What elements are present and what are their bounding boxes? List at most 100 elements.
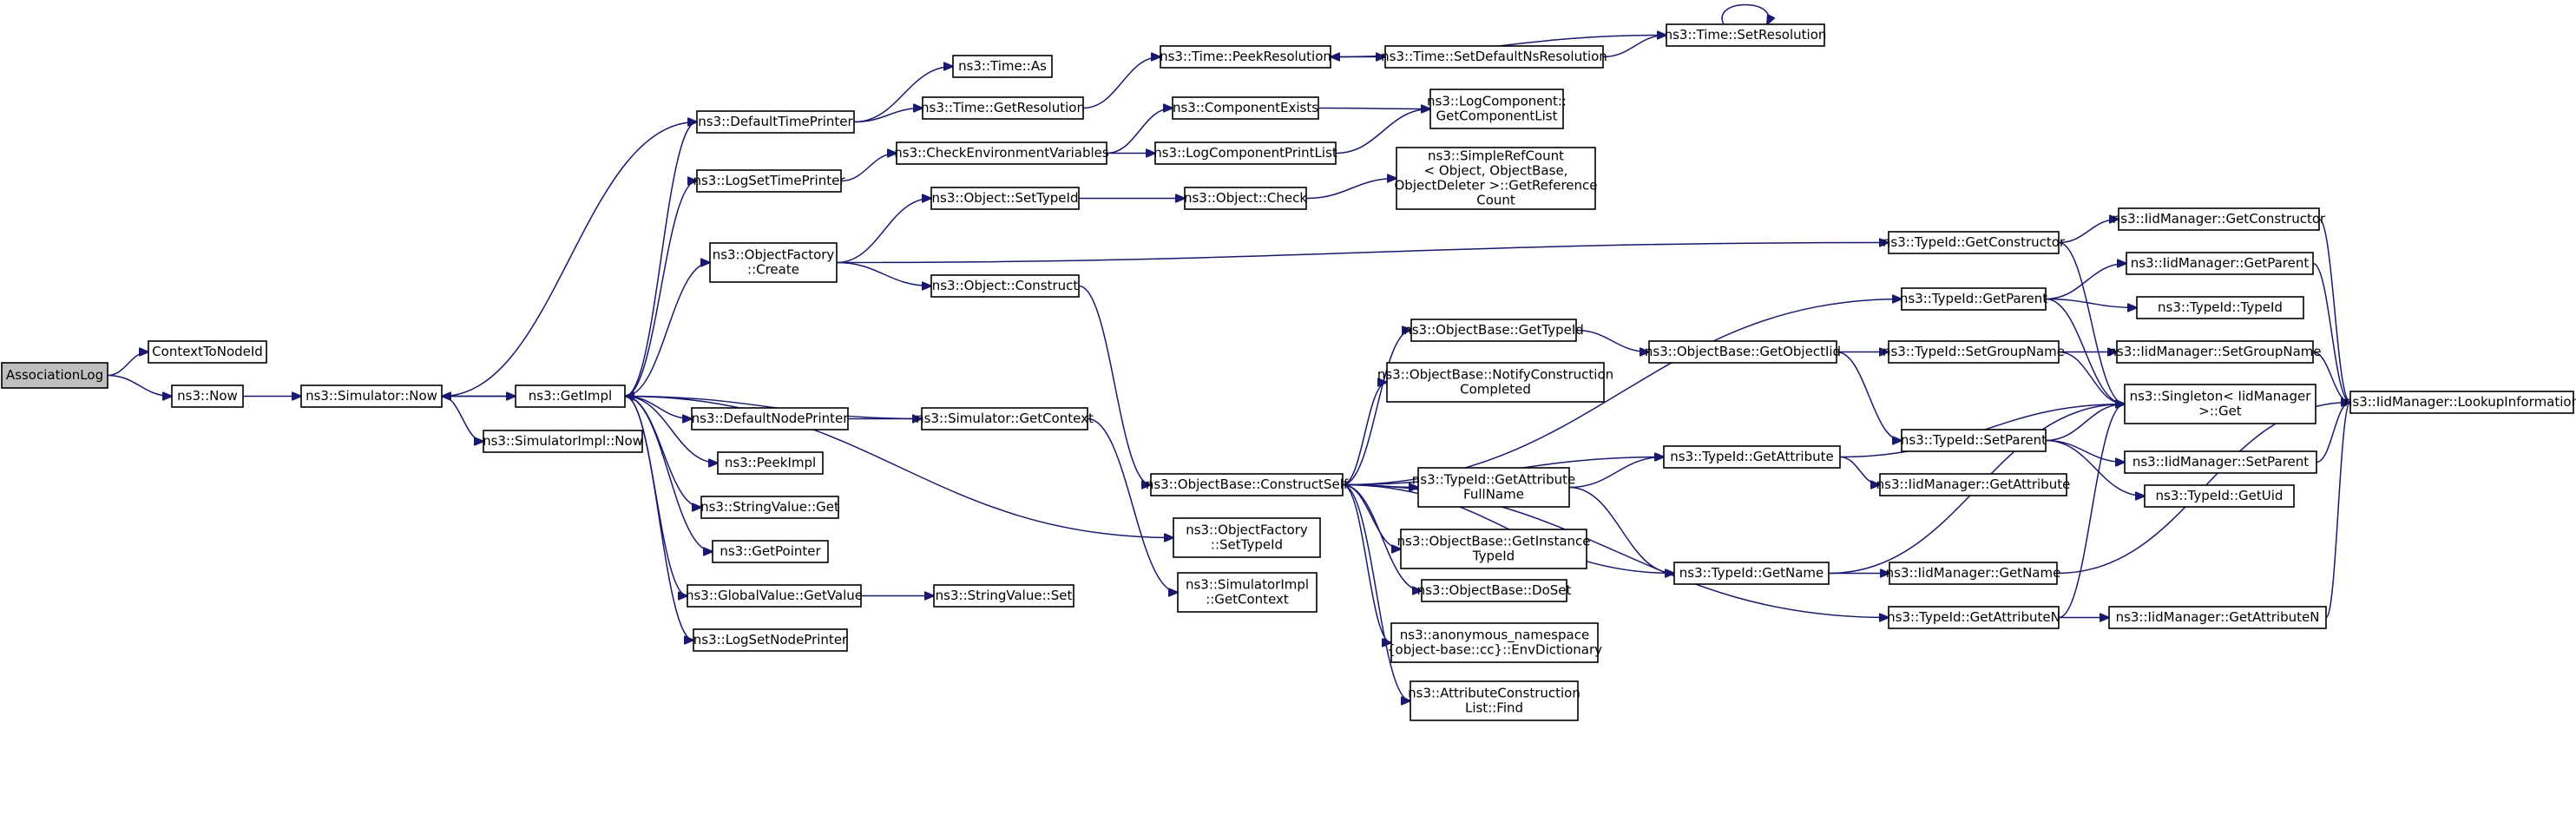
graph-node-ns3-objectfactory-create[interactable]: ns3::ObjectFactory::Create bbox=[709, 242, 838, 283]
edge-n33-to-n32 bbox=[2045, 404, 2125, 442]
graph-node-ns3-anonymous-namespace-object-base-cc-envdictionary[interactable]: ns3::anonymous_namespace{object-base::cc… bbox=[1387, 622, 1602, 663]
graph-node-ns3-typeid-setgroupname[interactable]: ns3::TypeId::SetGroupName bbox=[1883, 340, 2065, 364]
graph-node-ns3-object-construct[interactable]: ns3::Object::Construct bbox=[930, 274, 1080, 298]
node-box bbox=[952, 55, 1053, 78]
graph-node-ns3-iidmanager-getattributen[interactable]: ns3::IidManager::GetAttributeN bbox=[2108, 606, 2327, 629]
graph-node-ns3-checkenvironmentvariables[interactable]: ns3::CheckEnvironmentVariables bbox=[894, 141, 1109, 165]
graph-node-ns3-iidmanager-getname[interactable]: ns3::IidManager::GetName bbox=[1886, 562, 2061, 585]
graph-node-ns3-logcomponent-getcomponentlist[interactable]: ns3::LogComponent::GetComponentList bbox=[1427, 89, 1567, 129]
node-box bbox=[1160, 45, 1331, 69]
graph-node-ns3-iidmanager-getparent[interactable]: ns3::IidManager::GetParent bbox=[2126, 252, 2314, 275]
graph-node-ns3-time-setdefaultnsresolution[interactable]: ns3::Time::SetDefaultNsResolution bbox=[1381, 45, 1607, 69]
graph-node-ns3-typeid-typeid[interactable]: ns3::TypeId::TypeId bbox=[2136, 296, 2304, 319]
edge-path bbox=[624, 263, 710, 398]
node-box bbox=[2124, 450, 2317, 474]
edge-path bbox=[1106, 108, 1173, 154]
graph-node-ns3-typeid-getattribute[interactable]: ns3::TypeId::GetAttribute bbox=[1663, 445, 1841, 469]
node-label: ns3::IidManager::SetParent bbox=[2132, 454, 2309, 470]
graph-node-ns3-iidmanager-setparent[interactable]: ns3::IidManager::SetParent bbox=[2124, 450, 2317, 474]
graph-node-ns3-object-check[interactable]: ns3::Object::Check bbox=[1184, 187, 1307, 210]
graph-node-ns3-now[interactable]: ns3::Now bbox=[171, 384, 244, 408]
graph-node-ns3-typeid-getname[interactable]: ns3::TypeId::GetName bbox=[1673, 562, 1830, 585]
graph-node-ns3-time-peekresolution[interactable]: ns3::Time::PeekResolution bbox=[1160, 45, 1331, 69]
graph-node-ns3-time-as[interactable]: ns3::Time::As bbox=[952, 55, 1053, 78]
node-box bbox=[1396, 147, 1596, 210]
node-label: ns3::ObjectFactory bbox=[713, 247, 835, 263]
graph-node-ns3-componentexists[interactable]: ns3::ComponentExists bbox=[1172, 96, 1319, 120]
graph-node-ns3-logsettimeprinter[interactable]: ns3::LogSetTimePrinter bbox=[693, 169, 845, 193]
node-label: ns3::Time::SetDefaultNsResolution bbox=[1381, 49, 1607, 64]
edge-path bbox=[836, 199, 931, 264]
node-label: ns3::Object::SetTypeId bbox=[932, 190, 1079, 206]
edge-n3-to-n4 bbox=[441, 122, 697, 398]
graph-node-ns3-typeid-setparent[interactable]: ns3::TypeId::SetParent bbox=[1901, 429, 2047, 452]
edge-path bbox=[624, 395, 693, 641]
graph-node-ns3-typeid-getuid[interactable]: ns3::TypeId::GetUid bbox=[2144, 484, 2295, 508]
graph-node-ns3-time-getresolution[interactable]: ns3::Time::GetResolution bbox=[921, 96, 1085, 120]
node-box bbox=[2136, 296, 2304, 319]
graph-node-ns3-iidmanager-lookupinformation[interactable]: ns3::IidManager::LookupInformation bbox=[2344, 391, 2576, 414]
edge-path bbox=[836, 261, 931, 286]
node-box bbox=[700, 496, 839, 519]
graph-node-ns3-peekimpl[interactable]: ns3::PeekImpl bbox=[717, 451, 824, 475]
node-box bbox=[717, 451, 824, 475]
graph-node-ns3-logcomponentprintlist[interactable]: ns3::LogComponentPrintList bbox=[1153, 141, 1337, 165]
edge-path bbox=[1342, 483, 1422, 591]
graph-node-ns3-typeid-getparent[interactable]: ns3::TypeId::GetParent bbox=[1900, 287, 2047, 311]
graph-node-ns3-iidmanager-setgroupname[interactable]: ns3::IidManager::SetGroupName bbox=[2108, 340, 2322, 364]
graph-node-ns3-stringvalue-set[interactable]: ns3::StringValue::Set bbox=[933, 584, 1074, 608]
graph-node-ns3-simulator-now[interactable]: ns3::Simulator::Now bbox=[300, 384, 443, 408]
node-label: ns3::DefaultTimePrinter bbox=[698, 114, 853, 129]
node-label: ns3::Simulator::GetContext bbox=[916, 411, 1094, 426]
edge-n10-to-n39 bbox=[624, 395, 718, 463]
node-label: ns3::CheckEnvironmentVariables bbox=[894, 145, 1109, 161]
graph-node-ns3-objectbase-constructself[interactable]: ns3::ObjectBase::ConstructSelf bbox=[1146, 473, 1349, 496]
graph-node-ns3-defaulttimeprinter[interactable]: ns3::DefaultTimePrinter bbox=[696, 110, 855, 134]
node-box bbox=[1177, 572, 1318, 613]
graph-node-ns3-objectbase-gettypeid[interactable]: ns3::ObjectBase::GetTypeId bbox=[1403, 319, 1584, 342]
graph-node-ns3-singleton-iidmanager-get[interactable]: ns3::Singleton< IidManager>::Get bbox=[2124, 384, 2316, 424]
node-label: ns3::ObjectBase::GetTypeId bbox=[1403, 322, 1584, 338]
graph-node-ns3-object-settypeid[interactable]: ns3::Object::SetTypeId bbox=[930, 187, 1080, 210]
edge-path bbox=[836, 243, 1889, 264]
graph-node-ns3-objectbase-doset[interactable]: ns3::ObjectBase::DoSet bbox=[1417, 579, 1572, 602]
node-box bbox=[712, 540, 829, 563]
node-label: ns3::IidManager::GetName bbox=[1886, 565, 2061, 581]
graph-node-ns3-simulatorimpl-getcontext[interactable]: ns3::SimulatorImpl::GetContext bbox=[1177, 572, 1318, 613]
graph-node-ns3-objectbase-notifyconstructioncompleted[interactable]: ns3::ObjectBase::NotifyConstructionCompl… bbox=[1377, 362, 1613, 403]
graph-node-ns3-time-setresolution[interactable]: ns3::Time::SetResolution bbox=[1665, 23, 1827, 47]
graph-node-associationlog[interactable]: AssociationLog bbox=[1, 362, 108, 389]
node-box bbox=[515, 384, 626, 408]
graph-node-ns3-simplerefcount-object-objectbase-objectdeleter-getreferencecount[interactable]: ns3::SimpleRefCount< Object, ObjectBase,… bbox=[1394, 147, 1598, 210]
graph-node-contexttonodeid[interactable]: ContextToNodeId bbox=[148, 340, 267, 364]
graph-node-ns3-simulatorimpl-now[interactable]: ns3::SimulatorImpl::Now bbox=[483, 430, 643, 453]
node-box bbox=[1901, 287, 2047, 311]
node-box bbox=[1173, 517, 1321, 558]
graph-node-ns3-getimpl[interactable]: ns3::GetImpl bbox=[515, 384, 626, 408]
node-label: ns3::TypeId::GetAttribute bbox=[1670, 449, 1833, 464]
graph-node-ns3-typeid-getattributen[interactable]: ns3::TypeId::GetAttributeN bbox=[1887, 606, 2060, 629]
node-label: ns3::TypeId::GetAttributeN bbox=[1887, 609, 2060, 625]
graph-node-ns3-iidmanager-getattribute[interactable]: ns3::IidManager::GetAttribute bbox=[1876, 473, 2071, 496]
graph-node-ns3-simulator-getcontext[interactable]: ns3::Simulator::GetContext bbox=[916, 407, 1094, 430]
node-label: ns3::SimulatorImpl bbox=[1186, 577, 1309, 593]
graph-node-ns3-iidmanager-getconstructor[interactable]: ns3::IidManager::GetConstructor bbox=[2113, 207, 2326, 231]
graph-node-ns3-globalvalue-getvalue[interactable]: ns3::GlobalValue::GetValue bbox=[686, 584, 863, 608]
graph-node-ns3-stringvalue-get[interactable]: ns3::StringValue::Get bbox=[700, 496, 839, 519]
graph-node-ns3-logsetnodeprinter[interactable]: ns3::LogSetNodePrinter bbox=[693, 628, 848, 652]
edge-n45-to-n58 bbox=[1342, 483, 1410, 701]
graph-node-ns3-objectfactory-settypeid[interactable]: ns3::ObjectFactory::SetTypeId bbox=[1173, 517, 1321, 558]
graph-node-ns3-typeid-getconstructor[interactable]: ns3::TypeId::GetConstructor bbox=[1883, 231, 2066, 254]
edge-n23-to-n24 bbox=[2045, 264, 2126, 300]
edge-path bbox=[2045, 264, 2126, 300]
node-label: ns3::Simulator::Now bbox=[306, 388, 437, 404]
node-label: ns3::IidManager::GetParent bbox=[2131, 255, 2310, 271]
graph-node-ns3-defaultnodeprinter[interactable]: ns3::DefaultNodePrinter bbox=[691, 407, 850, 430]
edge-path bbox=[1305, 179, 1396, 200]
graph-node-ns3-objectbase-getobjectiid[interactable]: ns3::ObjectBase::GetObjectIid bbox=[1645, 340, 1841, 364]
graph-node-ns3-getpointer[interactable]: ns3::GetPointer bbox=[712, 540, 829, 563]
